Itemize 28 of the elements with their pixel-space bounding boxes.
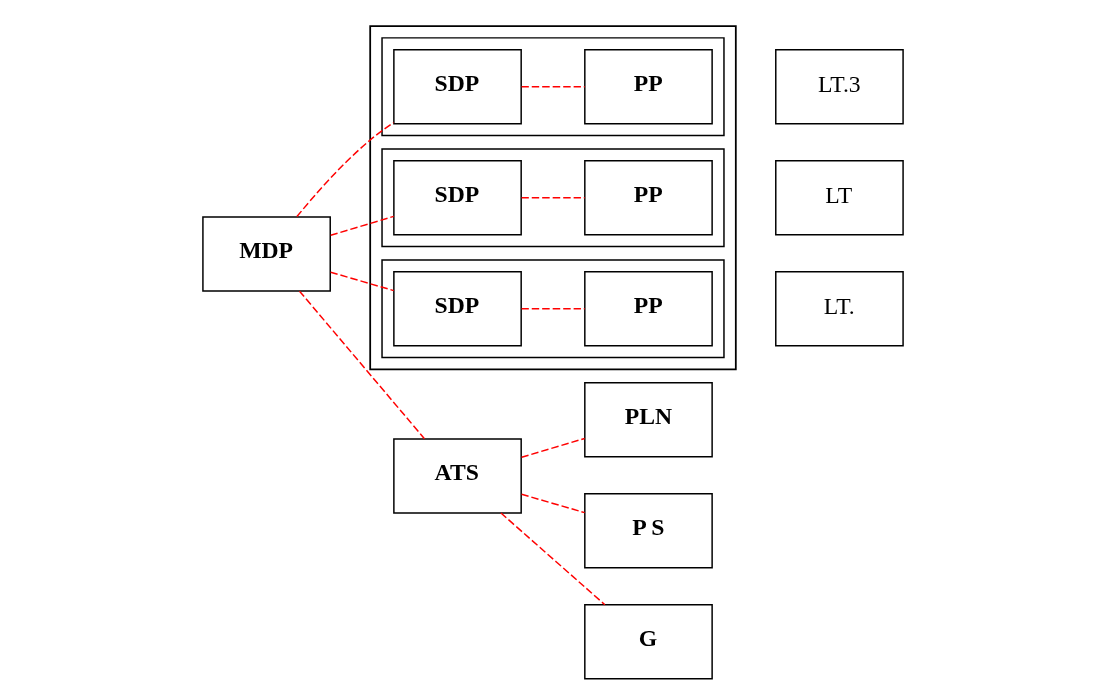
node-box: ATS [393, 438, 522, 514]
connector [520, 197, 586, 199]
cluster [381, 259, 725, 359]
connector [520, 493, 586, 514]
connector [520, 86, 586, 88]
node-box: SDP [393, 160, 522, 236]
connector [520, 308, 586, 310]
node-box: P S [584, 493, 713, 569]
node-box: LT [775, 160, 904, 236]
node-box: LT. [775, 271, 904, 347]
node-box: PP [584, 160, 713, 236]
node-box: PP [584, 271, 713, 347]
cluster [369, 25, 737, 371]
node-box: G [584, 604, 713, 680]
connector [329, 215, 395, 236]
connector [500, 512, 606, 606]
node-box: MDP [202, 216, 331, 292]
connector [520, 437, 586, 459]
node-box: PP [584, 48, 713, 125]
cluster [381, 37, 725, 137]
node-box: SDP [393, 271, 522, 347]
connector [329, 271, 395, 292]
node-box: PLN [584, 382, 713, 458]
cluster [381, 148, 725, 248]
connector [296, 121, 395, 218]
node-box: SDP [393, 48, 522, 125]
node-box: LT.3 [775, 48, 904, 125]
connector [298, 290, 426, 440]
